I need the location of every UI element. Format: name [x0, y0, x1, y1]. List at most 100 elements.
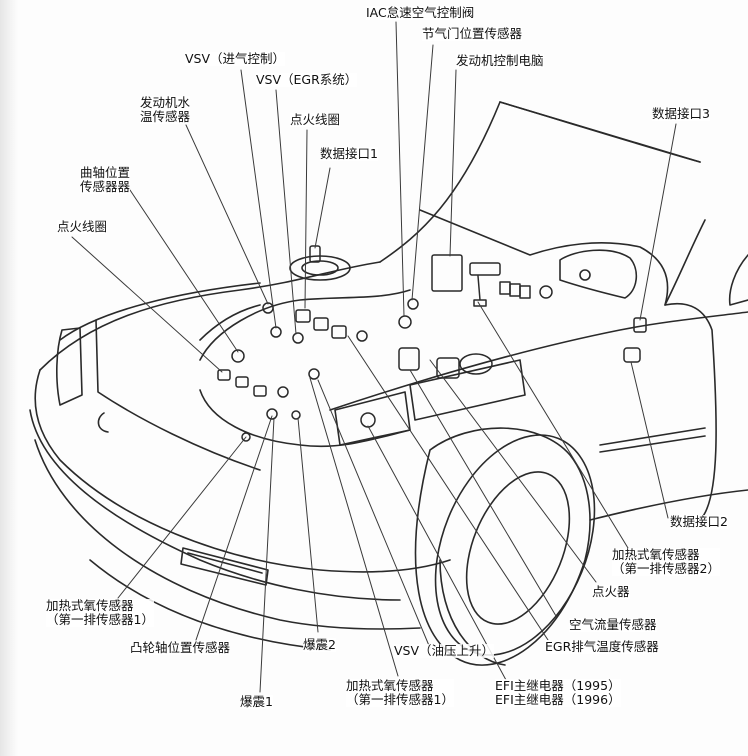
headlight-trim	[95, 319, 261, 471]
hood-edge	[39, 261, 381, 371]
ign-coil-left-2	[235, 376, 249, 388]
fog-lamp	[180, 547, 269, 586]
distributor-body	[291, 410, 301, 420]
label-line-1: 加热式氧传感器	[46, 598, 134, 613]
label-line-2: 温传感器	[140, 109, 191, 124]
side-molding-1	[599, 427, 706, 446]
cam-sensor-body	[277, 386, 289, 398]
leader-efi-relay	[367, 425, 507, 681]
hood-leading-line	[59, 282, 261, 341]
label-vsv-egr: VSV（EGR系统）	[256, 72, 358, 87]
ecu-box	[431, 254, 463, 292]
dash-knob	[579, 269, 591, 281]
wheel-arch	[414, 427, 591, 666]
components	[217, 245, 647, 442]
label-knock-sensor-1: 爆震1	[240, 694, 273, 709]
vsv-egr-body	[356, 330, 368, 342]
leader-crank	[129, 189, 239, 353]
igniter-shape	[473, 275, 487, 307]
o2-sensor-left-body	[241, 432, 251, 442]
air-box	[409, 359, 526, 421]
label-cam-position-sensor: 凸轮轴位置传感器	[130, 640, 231, 655]
label-line-2: （第一排传感器1）	[46, 612, 154, 627]
leader-igniter	[429, 359, 597, 583]
coil-pack-1	[295, 309, 311, 323]
iac-body	[398, 315, 412, 329]
relay-3	[519, 285, 531, 299]
bumper-top	[34, 369, 451, 573]
label-line-1: 加热式氧传感器	[612, 547, 700, 562]
label-coolant-temp-sensor: 发动机水 温传感器	[140, 95, 191, 124]
label-data-link-2: 数据接口2	[670, 514, 728, 529]
ign-coil-left-3	[253, 385, 267, 397]
label-line-1: 曲轴位置	[80, 165, 131, 180]
egr-temp-body	[436, 357, 460, 379]
label-knock-sensor-2: 爆震2	[303, 637, 336, 652]
leader-data-link-3	[639, 123, 677, 321]
strut-tower-inner	[301, 260, 339, 276]
bumper-bottom	[34, 439, 421, 630]
side-molding-2	[599, 435, 706, 453]
cowl-line	[379, 101, 701, 263]
a-pillar	[664, 219, 717, 521]
leader-coolant	[185, 124, 269, 305]
label-ignition-coil-top: 点火线圈	[290, 112, 341, 127]
label-ecu: 发动机控制电脑	[456, 53, 544, 68]
vsv-intake-body	[270, 326, 282, 338]
leader-knock-1	[259, 417, 275, 693]
label-air-flow-meter: 空气流量传感器	[569, 617, 657, 632]
label-ignition-coil-left: 点火线圈	[57, 219, 108, 234]
leader-o2-1-bottom	[309, 377, 399, 677]
leader-knock-2	[297, 417, 319, 633]
leader-o2-1-left	[117, 436, 247, 599]
fender-top	[329, 311, 748, 411]
leader-data-link-1	[314, 167, 331, 249]
label-crank-position-sensor: 曲轴位置 传感器器	[80, 165, 131, 194]
afm-body	[398, 347, 420, 371]
wheel-lip	[439, 559, 506, 666]
dash-hood	[559, 249, 638, 299]
leader-vsv-oil	[317, 379, 431, 649]
label-data-link-3: 数据接口3	[652, 106, 710, 121]
leader-afm	[409, 369, 557, 617]
label-line-2: （第一排传感器2）	[612, 561, 720, 576]
leader-data-link-2	[630, 361, 669, 519]
label-line-1: 发动机水	[140, 95, 191, 110]
leader-lines	[71, 21, 677, 693]
vsv-body-2	[292, 332, 304, 344]
label-iac-valve: IAC怠速空气控制阀	[366, 5, 475, 20]
leader-tps	[411, 44, 434, 301]
coil-pack-3	[331, 325, 347, 339]
knock-sensor-body	[266, 408, 278, 420]
bumper-lower-edge	[89, 559, 331, 651]
relay-block	[469, 262, 501, 276]
side-window	[728, 254, 748, 306]
label-egr-gas-temp-sensor: EGR排气温度传感器	[545, 639, 659, 654]
efi-relay-body	[360, 412, 376, 428]
label-igniter: 点火器	[592, 584, 630, 599]
leader-coil-top	[304, 129, 308, 309]
headlight	[56, 327, 83, 406]
label-line-2: 传感器器	[80, 179, 131, 194]
label-heated-o2-sensor-2: 加热式氧传感器 （第一排传感器2）	[612, 548, 720, 576]
label-data-link-1: 数据接口1	[320, 146, 378, 161]
vsv-oil-body	[308, 368, 320, 380]
rocker-line	[589, 489, 748, 521]
leader-cam	[195, 415, 273, 641]
relay-round	[539, 285, 553, 299]
crank-sensor-body	[231, 349, 245, 363]
relay-1	[499, 281, 511, 295]
ign-coil-left-1	[217, 369, 231, 381]
label-throttle-position-sensor: 节气门位置传感器	[422, 26, 523, 41]
engine-lower	[199, 389, 411, 448]
leader-egr-temp	[347, 335, 549, 641]
label-line-2: （第一排传感器1）	[346, 692, 454, 707]
label-vsv-intake: VSV（进气控制）	[185, 51, 286, 66]
leader-iac	[395, 21, 405, 317]
data-link-2-body	[623, 347, 641, 363]
label-heated-o2-sensor-1-left: 加热式氧传感器 （第一排传感器1）	[46, 599, 154, 627]
bumper-mid	[29, 409, 401, 601]
leader-vsv-intake	[240, 69, 277, 329]
label-efi-relay-1996: EFI主继电器（1996）	[495, 692, 621, 707]
